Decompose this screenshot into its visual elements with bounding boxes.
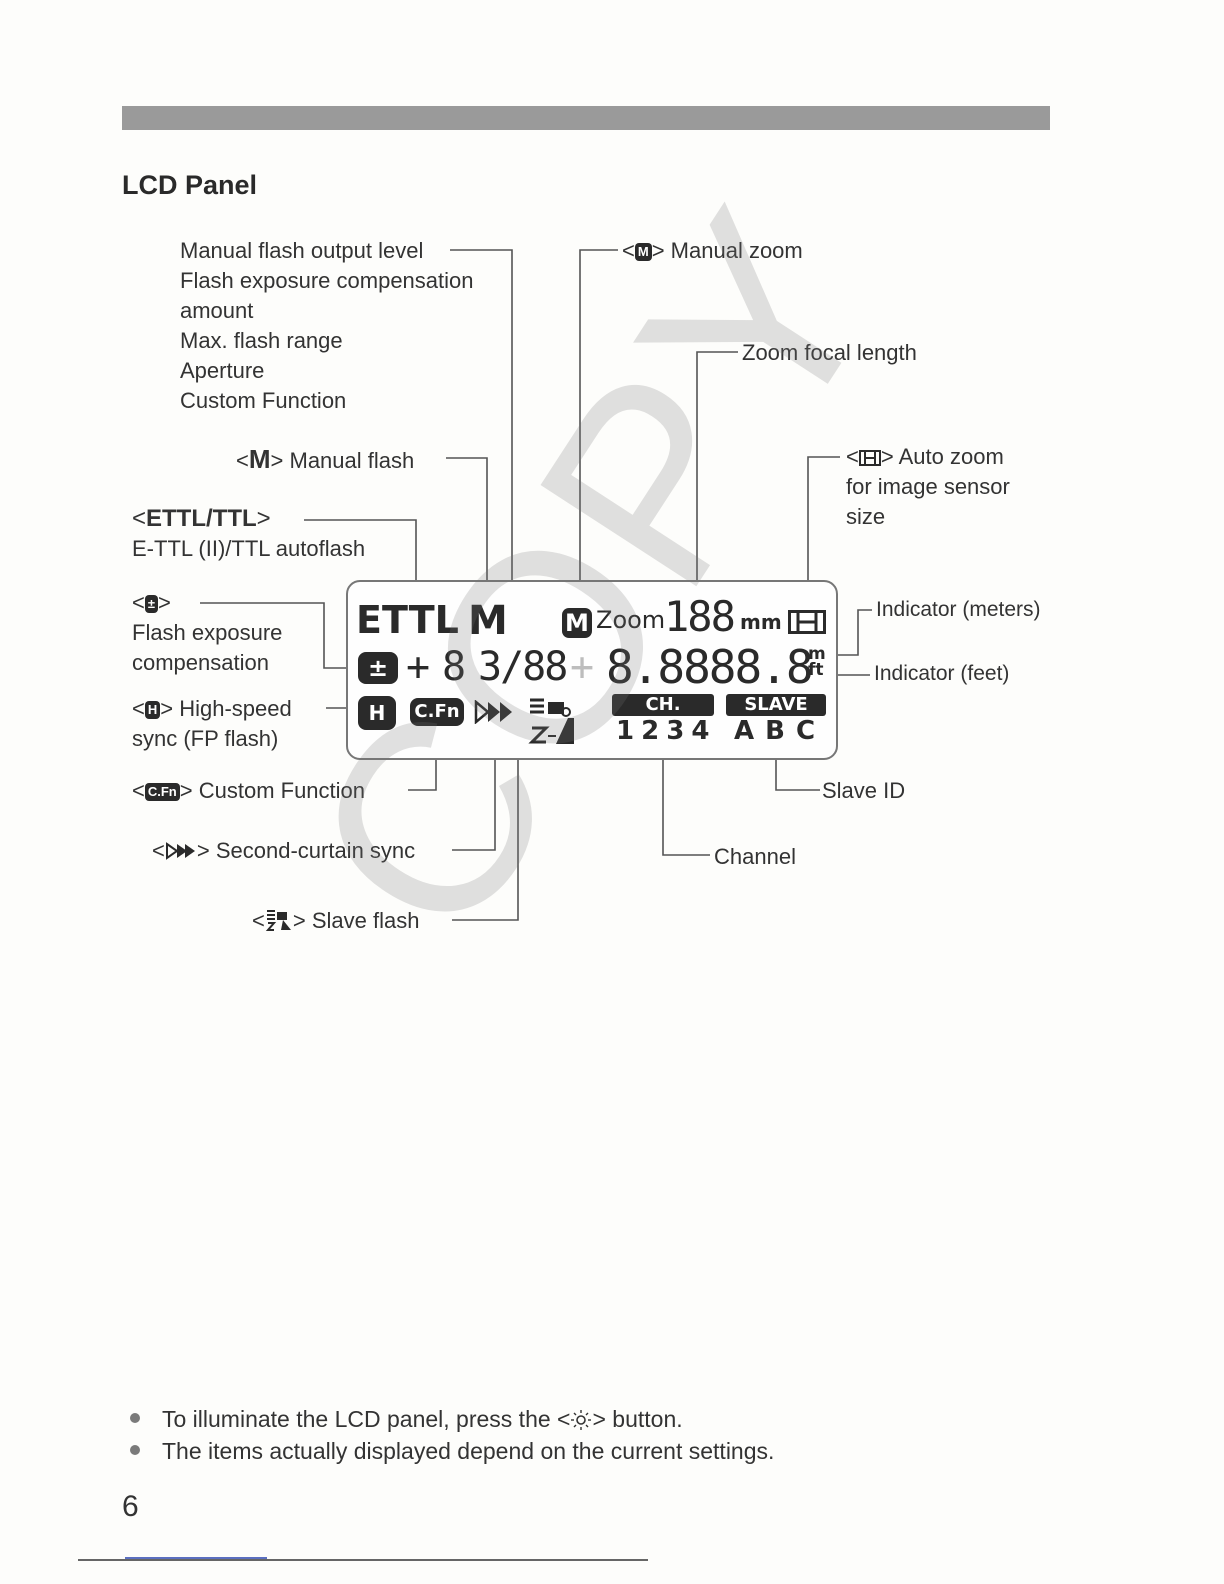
lcd-fec-icon: ± <box>358 652 398 684</box>
lcd-fraction: 3/88 <box>478 644 568 690</box>
output-level-label: Manual flash output level <box>180 238 424 263</box>
channel-label: Channel <box>714 844 796 869</box>
auto-zoom-label-3: size <box>846 504 886 529</box>
lcd-ettl: ETTL <box>356 598 459 642</box>
line-second-curtain <box>452 728 496 851</box>
lcd-manual-zoom-m: M <box>562 608 592 638</box>
custom-function-label: Custom Function <box>198 778 366 803</box>
manual-zoom-label: Manual zoom <box>670 238 803 263</box>
lcd-unit-ft: ft <box>808 660 824 680</box>
lcd-mm: mm <box>740 610 782 634</box>
lcd-channel-label: CH. <box>612 694 714 716</box>
fec-label: Flash exposure <box>132 620 283 645</box>
high-speed-label: High-speed <box>179 696 292 721</box>
lcd-zoom-word: Zoom <box>596 606 666 634</box>
line-zoom-focal <box>696 351 738 608</box>
high-speed-label-2: sync (FP flash) <box>132 726 279 751</box>
line-auto-zoom <box>807 456 840 612</box>
lcd-big-digits: 8.8888.8 <box>606 640 814 694</box>
auto-zoom-label-2: for image sensor <box>846 474 1010 499</box>
lcd-channel-numbers: 1 2 3 4 <box>616 716 710 746</box>
line-meters <box>836 609 872 656</box>
lcd-slave-flash-icon <box>528 696 600 751</box>
lcd-units: m ft <box>808 644 826 680</box>
note-illuminate-text-end: > button. <box>592 1406 683 1432</box>
slave-flash-label: Slave flash <box>311 908 420 933</box>
line-slave-flash <box>452 730 519 921</box>
lcd-digit-1: 8 <box>442 644 466 690</box>
page-number: 6 <box>122 1490 139 1523</box>
footer-rule <box>78 1559 648 1561</box>
manual-flash-label: Manual flash <box>289 448 415 473</box>
line-manual-flash <box>446 457 488 605</box>
second-curtain-label-row: <> Second-curtain sync <box>152 838 416 863</box>
ettl-symbol-row: <ETTL/TTL> <box>132 505 271 532</box>
lcd-unit-m: m <box>808 644 826 664</box>
fec-symbol-row: <±> <box>132 590 171 615</box>
ettl-description: E-TTL (II)/TTL autoflash <box>132 536 366 561</box>
film-frame-icon <box>858 444 881 469</box>
page-title: LCD Panel <box>122 170 258 200</box>
light-button-icon <box>570 1406 592 1432</box>
bullet-icon <box>130 1413 140 1423</box>
note-items-text: The items actually displayed depend on t… <box>162 1438 775 1464</box>
fec-label-group: <±> Flash exposure compensation <box>132 588 282 678</box>
high-speed-label-group: <H> High-speed sync (FP flash) <box>132 694 292 754</box>
line-channel <box>662 750 710 856</box>
lcd-second-curtain-icon <box>474 699 520 729</box>
note-illuminate-text: To illuminate the LCD panel, press the < <box>162 1406 571 1432</box>
slave-flash-icon <box>265 908 293 933</box>
line-output-level <box>450 249 513 645</box>
note-items-displayed: The items actually displayed depend on t… <box>130 1438 774 1465</box>
custom-function-group-label: Custom Function <box>180 388 347 413</box>
line-ettl <box>304 519 417 605</box>
fec-icon: ± <box>144 595 158 613</box>
high-speed-label-row: <H> High-speed <box>132 696 292 721</box>
m-chip-icon: M <box>634 243 652 261</box>
line-manual-zoom <box>579 249 618 605</box>
auto-zoom-label-group: <> Auto zoom for image sensor size <box>846 442 1010 532</box>
bullet-icon <box>130 1445 140 1455</box>
lcd-high-speed-icon: H <box>358 696 396 730</box>
output-level-label-group: Manual flash output level Flash exposure… <box>180 236 474 416</box>
lcd-film-frame-icon <box>788 610 826 639</box>
zoom-focal-length-label: Zoom focal length <box>742 340 917 365</box>
line-slave-id <box>775 750 820 791</box>
lcd-slave-label: SLAVE <box>726 694 826 716</box>
lcd-panel-illustration <box>346 580 838 760</box>
lcd-fec-sign: + <box>406 644 430 690</box>
lcd-sign-2: + <box>570 644 594 690</box>
double-arrow-icon <box>165 838 197 863</box>
lcd-zoom-digits: 188 <box>664 592 736 641</box>
auto-zoom-label-row: <> Auto zoom <box>846 444 1004 469</box>
high-speed-icon: H <box>144 701 161 719</box>
note-illuminate: To illuminate the LCD panel, press the <… <box>130 1406 683 1433</box>
footer-accent-rule <box>125 1557 267 1559</box>
indicator-feet-label: Indicator (feet) <box>874 662 1010 685</box>
slave-flash-label-row: <> Slave flash <box>252 908 420 933</box>
line-fec <box>200 602 358 669</box>
indicator-meters-label: Indicator (meters) <box>876 598 1041 621</box>
ettl-symbol: ETTL/TTL <box>146 505 257 532</box>
lcd-m: M <box>468 598 508 644</box>
ettl-label-group: <ETTL/TTL> E-TTL (II)/TTL autoflash <box>132 504 365 564</box>
aperture-label: Aperture <box>180 358 265 383</box>
m-symbol-icon: M <box>248 444 271 474</box>
second-curtain-label: Second-curtain sync <box>215 838 416 863</box>
lcd-slave-letters: A B C <box>734 716 816 746</box>
section-header-bar <box>122 106 1050 130</box>
auto-zoom-label: Auto zoom <box>898 444 1004 469</box>
manual-zoom-label-row: <M> Manual zoom <box>622 238 803 263</box>
fec-amount-label: Flash exposure compensation <box>180 268 474 293</box>
fec-label-2: compensation <box>132 650 269 675</box>
manual-flash-label-row: <M> Manual flash <box>236 444 415 474</box>
cfn-icon: C.Fn <box>144 783 180 801</box>
fec-amount-label-cont: amount <box>180 298 254 323</box>
lcd-cfn-icon: C.Fn <box>410 698 464 726</box>
max-range-label: Max. flash range <box>180 328 343 353</box>
slave-id-label: Slave ID <box>822 778 906 803</box>
custom-function-label-row: <C.Fn> Custom Function <box>132 778 366 803</box>
